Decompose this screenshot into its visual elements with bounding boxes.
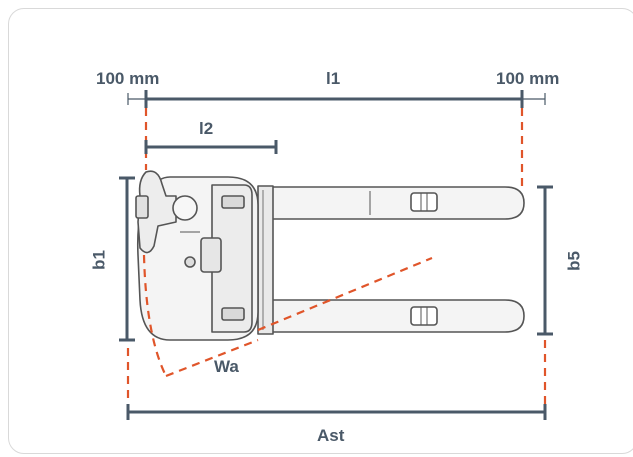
diagram-card	[8, 8, 633, 454]
lower-fork-roller	[410, 306, 438, 326]
dimension-lines	[119, 90, 553, 420]
tiller-head	[172, 195, 198, 221]
wa-label: Wa	[214, 357, 239, 376]
upper-fork-roller	[410, 192, 438, 212]
l1-label: l1	[326, 69, 341, 88]
turning-radius-bottom	[165, 338, 259, 378]
left-offset-label: 100 mm	[96, 69, 160, 88]
b5-label: b5	[564, 251, 584, 271]
l2-label: l2	[199, 119, 214, 138]
turning-radius-arc	[142, 254, 167, 377]
pallet-truck-drawing	[135, 170, 525, 341]
fork-back-plate	[257, 185, 274, 335]
tiller-handle	[137, 170, 177, 254]
motor-cover	[211, 184, 253, 333]
ast-label: Ast	[317, 426, 345, 445]
upper-fork	[271, 186, 525, 220]
b1-label: b1	[89, 250, 109, 270]
turning-diagonal	[257, 256, 433, 332]
right-offset-label: 100 mm	[496, 69, 560, 88]
lower-fork	[271, 299, 525, 333]
clearance-guides	[126, 108, 547, 405]
